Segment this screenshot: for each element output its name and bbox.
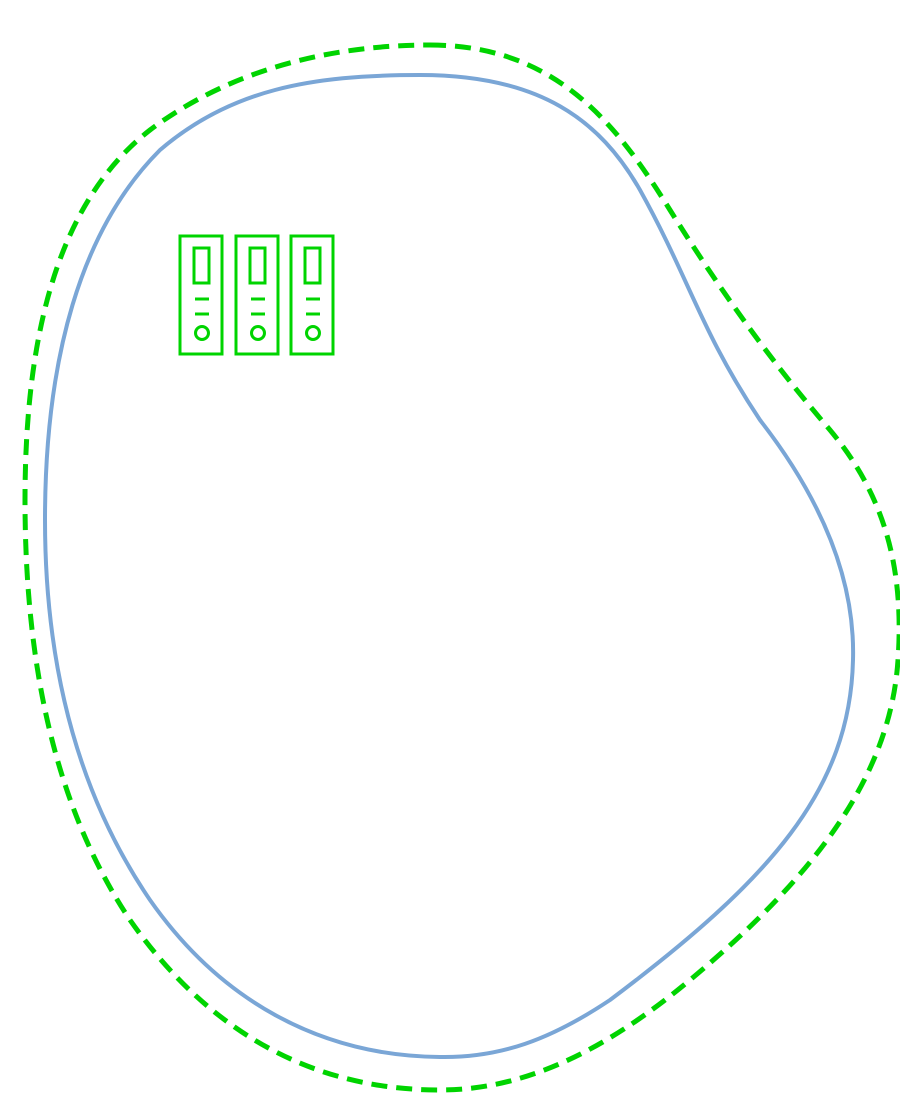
binder-icon-2	[234, 234, 280, 356]
outer-dashed-boundary	[22, 42, 900, 1093]
binder-icon-3	[289, 234, 335, 356]
binder-icon-1	[178, 234, 224, 356]
inner-solid-boundary	[42, 72, 856, 1060]
